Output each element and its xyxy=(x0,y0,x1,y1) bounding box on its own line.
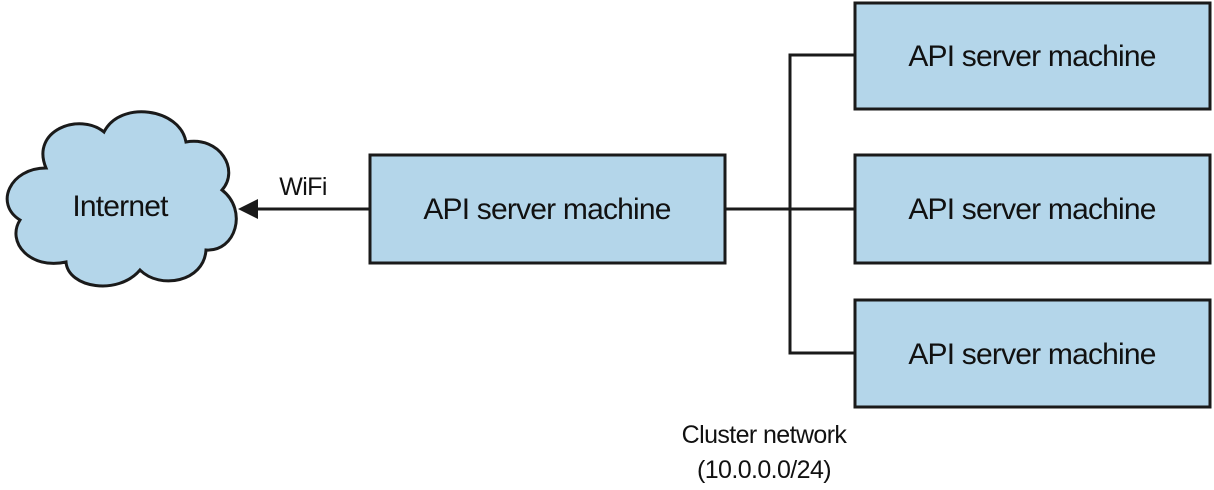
worker-server-box xyxy=(853,1,1212,111)
worker-server-box xyxy=(853,298,1212,409)
cluster-subnet-label: (10.0.0.0/24) xyxy=(697,456,831,484)
internet-label: Internet xyxy=(72,190,169,223)
gateway-server: API server machine xyxy=(368,153,727,265)
cluster-network-label: Cluster network xyxy=(682,421,848,449)
worker-server-box xyxy=(853,153,1212,265)
gateway-server-box xyxy=(368,153,727,265)
arrowhead-icon xyxy=(238,199,258,219)
wifi-link: WiFi xyxy=(238,173,370,219)
wifi-label: WiFi xyxy=(279,173,327,201)
worker-server-label: API server machine xyxy=(908,40,1155,73)
worker-server-1: API server machine xyxy=(853,1,1212,111)
internet-cloud-shape xyxy=(5,110,238,288)
worker-server-3: API server machine xyxy=(853,298,1212,409)
internet-cloud: Internet xyxy=(5,110,238,288)
cluster-network-caption: Cluster network (10.0.0.0/24) xyxy=(682,421,848,484)
gateway-server-label: API server machine xyxy=(423,193,670,226)
cluster-network-wiring xyxy=(725,53,855,355)
worker-server-2: API server machine xyxy=(853,153,1212,265)
worker-server-label: API server machine xyxy=(908,193,1155,226)
worker-server-label: API server machine xyxy=(908,338,1155,371)
